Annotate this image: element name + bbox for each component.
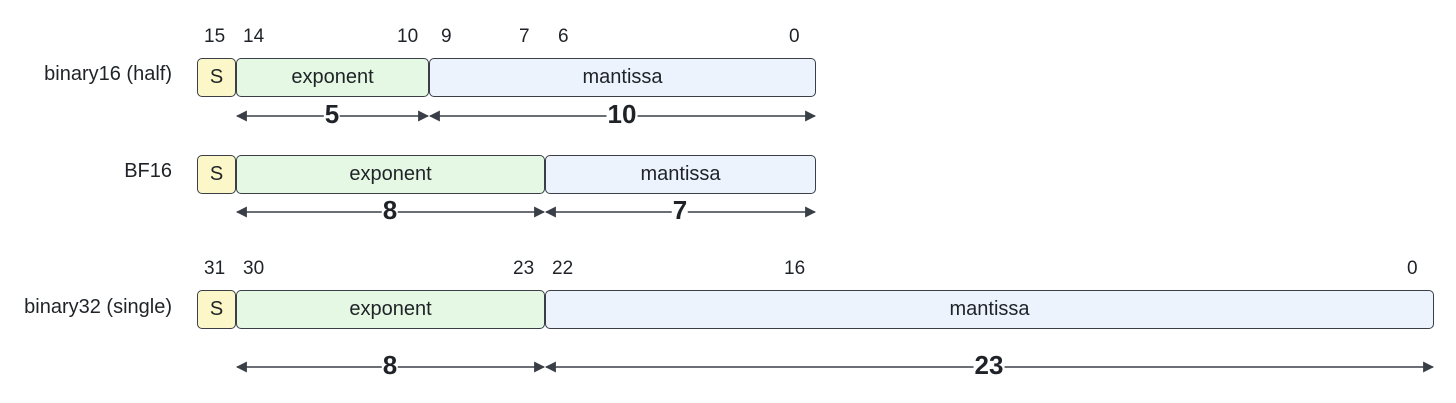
bit-index-14: 14 (243, 26, 265, 47)
bit-index-7: 7 (519, 26, 530, 47)
mantissa-field: mantissa (545, 290, 1434, 329)
exponent-width-label: 8 (381, 350, 399, 380)
sign-field: S (197, 58, 236, 97)
bit-index-9: 9 (441, 26, 452, 47)
bit-index-0: 0 (789, 26, 800, 47)
bit-index-23: 23 (513, 258, 535, 279)
exponent-field: exponent (236, 58, 429, 97)
mantissa-field: mantissa (545, 155, 816, 194)
mantissa-field: mantissa (429, 58, 816, 97)
bit-index-6: 6 (558, 26, 569, 47)
bit-index-16: 16 (784, 258, 806, 279)
exponent-field: exponent (236, 155, 545, 194)
format-label-binary16: binary16 (half) (44, 63, 172, 85)
exponent-width-label: 5 (323, 99, 341, 129)
bit-index-15: 15 (204, 26, 226, 47)
mantissa-width-label: 7 (671, 195, 689, 225)
bit-index-30: 30 (243, 258, 265, 279)
bit-index-10: 10 (397, 26, 419, 47)
bit-index-31: 31 (204, 258, 226, 279)
bit-index-22: 22 (552, 258, 574, 279)
exponent-field: exponent (236, 290, 545, 329)
exponent-width-label: 8 (381, 195, 399, 225)
mantissa-width-label: 10 (606, 99, 638, 129)
format-label-bf16: BF16 (124, 160, 172, 182)
bit-index-0: 0 (1407, 258, 1418, 279)
format-label-binary32: binary32 (single) (24, 296, 172, 318)
sign-field: S (197, 155, 236, 194)
mantissa-width-label: 23 (973, 350, 1005, 380)
sign-field: S (197, 290, 236, 329)
